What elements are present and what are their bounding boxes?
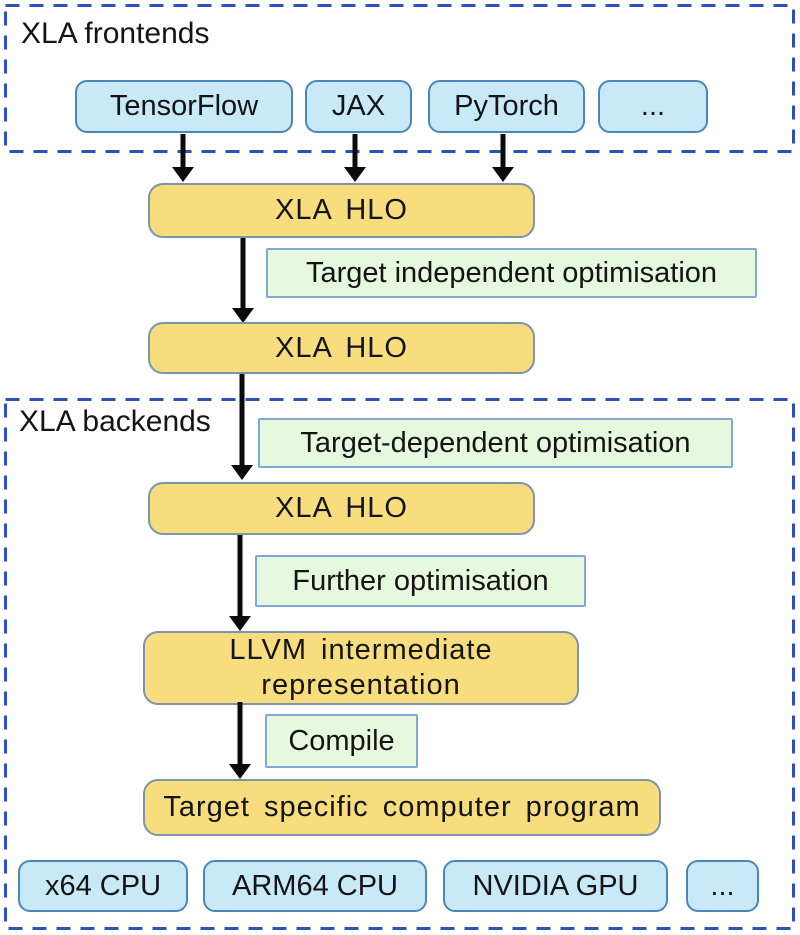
- arrow-hlo2-to-hlo3: [231, 374, 253, 480]
- tensorflow-box: TensorFlow: [75, 80, 293, 133]
- backends-boundary: [4, 398, 795, 930]
- xla-hlo-box-1: XLA HLO: [148, 183, 535, 238]
- arrow-head-icon: [229, 764, 251, 779]
- target-dependent-optimisation-box: Target-dependent optimisation: [258, 418, 733, 468]
- frontends-boundary: [4, 4, 795, 153]
- nvidia-gpu-box: NVIDIA GPU: [443, 860, 668, 912]
- arrow-shaft: [240, 238, 246, 309]
- frontends-section-label: XLA frontends: [21, 17, 210, 50]
- x64-cpu-box: x64 CPU: [18, 860, 188, 912]
- arrow-pytorch-to-hlo: [492, 134, 514, 182]
- arrow-head-icon: [492, 167, 514, 182]
- arrow-shaft: [500, 134, 506, 168]
- other-targets-box: ...: [686, 860, 759, 912]
- arrow-shaft: [237, 535, 243, 617]
- arrow-head-icon: [344, 167, 366, 182]
- pytorch-box: PyTorch: [428, 80, 585, 133]
- arrow-shaft: [239, 374, 245, 466]
- arrow-head-icon: [172, 167, 194, 182]
- arrow-shaft: [352, 134, 358, 168]
- compile-box: Compile: [265, 714, 418, 768]
- arrow-hlo1-to-hlo2: [232, 238, 254, 323]
- xla-hlo-box-2: XLA HLO: [148, 322, 535, 374]
- backends-section-label: XLA backends: [19, 405, 211, 438]
- arm64-cpu-box: ARM64 CPU: [203, 860, 427, 912]
- other-frontends-box: ...: [598, 80, 708, 133]
- arrow-hlo3-to-llvm: [229, 535, 251, 631]
- arrow-shaft: [180, 134, 186, 168]
- arrow-llvm-to-output: [229, 702, 251, 779]
- arrow-head-icon: [231, 465, 253, 480]
- llvm-ir-box: LLVM intermediate representation: [143, 631, 579, 705]
- target-independent-optimisation-box: Target independent optimisation: [266, 248, 757, 298]
- target-specific-program-box: Target specific computer program: [143, 779, 661, 836]
- arrow-jax-to-hlo: [344, 134, 366, 182]
- xla-hlo-box-3: XLA HLO: [148, 482, 535, 535]
- further-optimisation-box: Further optimisation: [255, 555, 586, 607]
- jax-box: JAX: [305, 80, 412, 133]
- arrow-tensorflow-to-hlo: [172, 134, 194, 182]
- arrow-head-icon: [229, 616, 251, 631]
- arrow-head-icon: [232, 308, 254, 323]
- arrow-shaft: [237, 702, 243, 765]
